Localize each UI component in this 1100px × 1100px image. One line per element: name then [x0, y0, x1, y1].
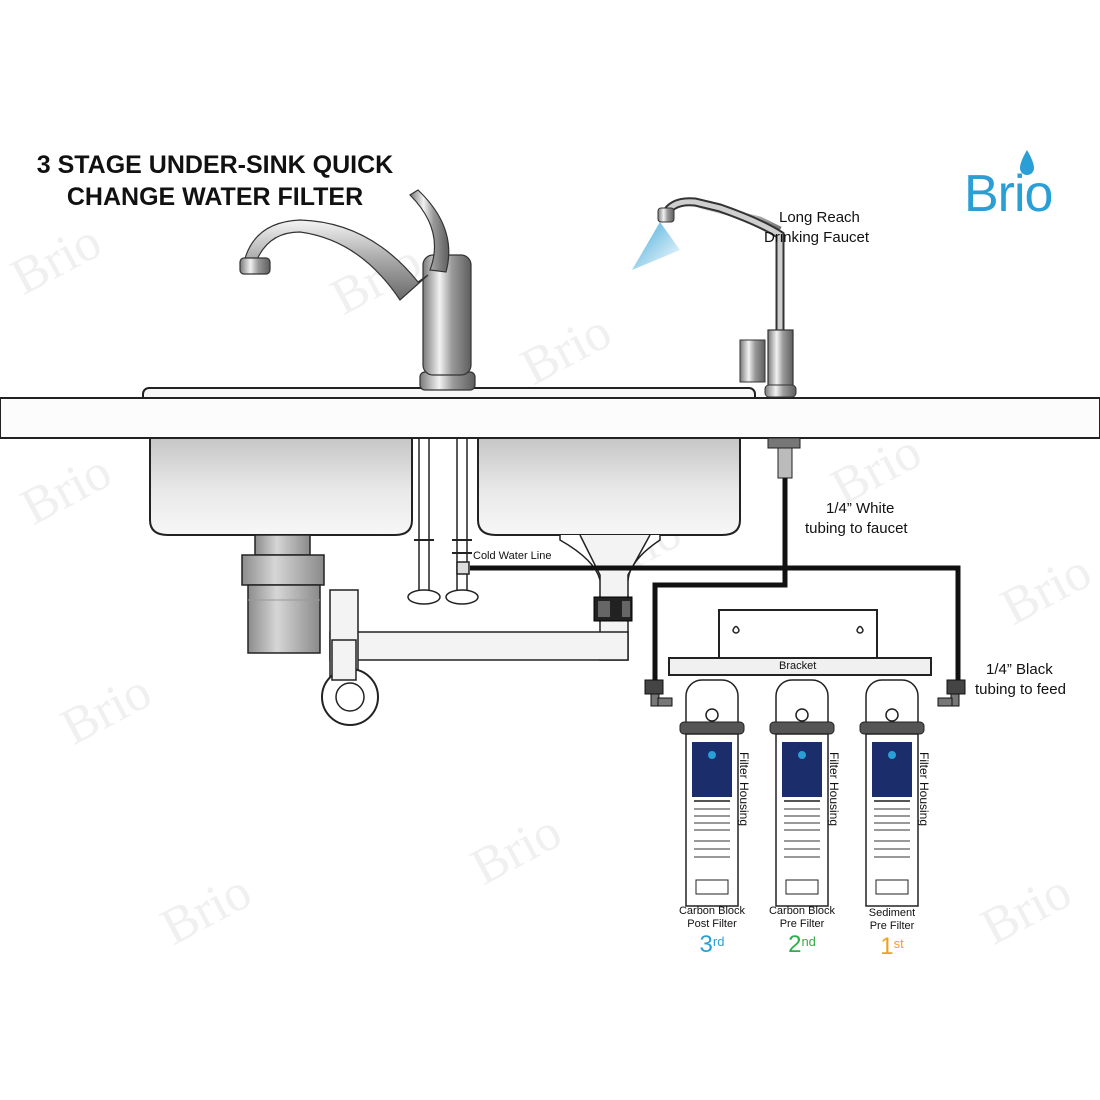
title-line-2: CHANGE WATER FILTER	[66, 183, 364, 211]
filter-2-label-line-1: Carbon Block	[768, 905, 836, 917]
filter-2-label-line-2: Pre Filter	[779, 918, 825, 930]
bracket-label: Bracket	[779, 660, 817, 672]
brand-logo: Brio	[964, 165, 1053, 223]
filter-cartridge-3	[679, 679, 745, 907]
filter-2-stage-number: 2nd	[788, 931, 816, 958]
filter-housing-label-1: Filter Housing	[917, 752, 931, 827]
garbage-disposer	[241, 534, 325, 654]
filter-1-label-line-2: Pre Filter	[869, 920, 915, 932]
faucet-label-line-1: Long Reach	[779, 209, 860, 226]
filter-1-stage-number: 1st	[880, 933, 904, 960]
filter-housing-label-2: Filter Housing	[827, 752, 841, 827]
drinking-faucet	[632, 197, 801, 479]
white-tubing-label-line-2: tubing to faucet	[805, 520, 908, 537]
filter-3-stage-number: 3rd	[699, 931, 725, 958]
countertop	[0, 387, 1100, 439]
brio-logo-drop-icon	[1020, 150, 1034, 175]
white-tubing-label-line-1: 1/4” White	[826, 500, 895, 517]
drain-pipes	[321, 534, 661, 726]
filter-3-label-line-2: Post Filter	[687, 918, 737, 930]
filter-housing-label-3: Filter Housing	[737, 752, 751, 827]
supply-lines	[407, 434, 479, 605]
filter-1-label-line-1: Sediment	[868, 907, 916, 919]
filter-cartridge-1	[859, 679, 925, 907]
tubing	[470, 478, 961, 680]
kitchen-faucet	[239, 189, 476, 391]
tube-fittings	[644, 679, 966, 707]
sink-basin-right	[477, 424, 741, 536]
filter-cartridge-2	[769, 679, 835, 907]
sink-basin-left	[149, 424, 413, 536]
black-tubing-label-line-2: tubing to feed	[975, 681, 1066, 698]
filter-3-label-line-1: Carbon Block	[678, 905, 746, 917]
bracket	[668, 609, 932, 676]
cold-water-line-label: Cold Water Line	[473, 550, 552, 562]
faucet-label-line-2: Drinking Faucet	[764, 229, 870, 246]
title-line-1: 3 STAGE UNDER-SINK QUICK	[36, 151, 394, 179]
black-tubing-label-line-1: 1/4” Black	[986, 661, 1053, 678]
